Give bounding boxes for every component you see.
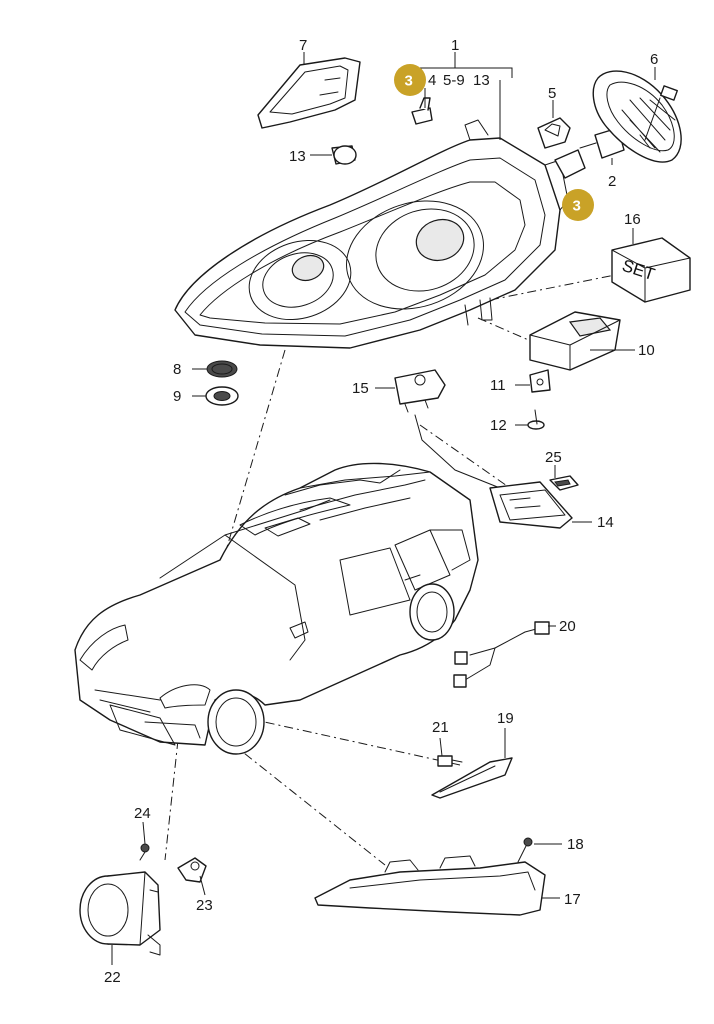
label-18: 18: [567, 836, 584, 853]
part-15-actuator: [394, 369, 446, 413]
part-18-screw: [517, 837, 533, 863]
callout-badge-3b: 3: [562, 189, 594, 221]
part-20-harness: [453, 621, 550, 688]
part-8-seal: [206, 360, 238, 378]
label-15: 15: [352, 380, 369, 397]
label-16: 16: [624, 211, 641, 228]
label-2: 2: [608, 173, 616, 190]
headlight-assembly: [174, 119, 569, 349]
label-25: 25: [545, 449, 562, 466]
callout-badge-3a: 3: [394, 64, 426, 96]
svg-text:3: 3: [573, 198, 581, 215]
label-1: 1: [451, 37, 459, 54]
part-11-bracket: [529, 369, 551, 393]
label-21: 21: [432, 719, 449, 736]
part-25-clip: [549, 475, 579, 491]
label-9: 9: [173, 388, 181, 405]
label-10: 10: [638, 342, 655, 359]
label-7: 7: [299, 37, 307, 54]
label-13-range: 13: [473, 72, 490, 89]
label-22: 22: [104, 969, 121, 986]
part-6-grille: [592, 70, 682, 163]
label-13: 13: [289, 148, 306, 165]
part-19-side-marker: [431, 757, 513, 799]
label-8: 8: [173, 361, 181, 378]
part-16-set-box: SET: [611, 237, 691, 303]
label-5-9: 5-9: [443, 72, 465, 89]
part-4-bulb: [411, 97, 433, 125]
label-12: 12: [490, 417, 507, 434]
svg-text:3: 3: [405, 73, 413, 90]
part-10-control-unit: [529, 311, 621, 371]
part-17-lamp-strip: [314, 855, 546, 916]
label-6: 6: [650, 51, 658, 68]
label-17: 17: [564, 891, 581, 908]
label-20: 20: [559, 618, 576, 635]
label-23: 23: [196, 897, 213, 914]
label-5: 5: [548, 85, 556, 102]
part-14-bracket: [414, 414, 573, 529]
part-7-trim: [257, 57, 361, 129]
part-13-plug: [331, 145, 357, 165]
part-24-screw: [139, 843, 150, 861]
label-19: 19: [497, 710, 514, 727]
part-21-bulb: [437, 755, 463, 767]
dash-leaders: [164, 269, 641, 866]
label-24: 24: [134, 805, 151, 822]
part-23-bulb: [177, 857, 207, 883]
callout-labels: 1 4 5-9 13 7 13 5 6 2 16 10 8 9 15 11 12…: [104, 37, 658, 986]
label-4: 4: [428, 72, 436, 89]
part-5-bulb: [537, 117, 571, 149]
part-12-screw: [527, 409, 545, 430]
label-14: 14: [597, 514, 614, 531]
label-11: 11: [490, 377, 506, 394]
part-22-fog-light: [79, 871, 161, 956]
part-9-seal: [205, 386, 239, 406]
vehicle-illustration: [74, 462, 479, 755]
leader-lines: [111, 52, 656, 965]
